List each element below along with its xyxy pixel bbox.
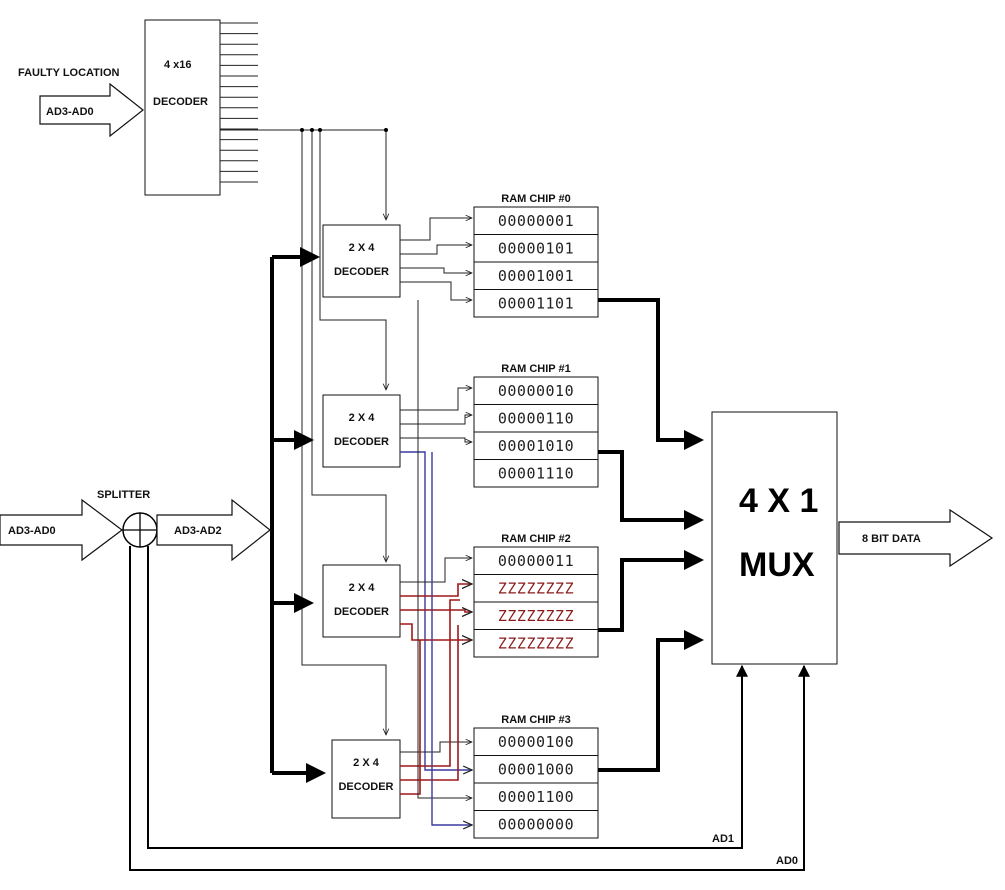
- ram-chips: RAM CHIP #0 00000001 00000101 00001001 00001…: [473, 193, 599, 839]
- sub-decoder-box: [322, 394, 401, 468]
- main-address-arrow: [0, 498, 123, 562]
- ram-chip-0: RAM CHIP #0 00000001 00000101 00001001 00001…: [473, 193, 599, 318]
- split-output-label: AD3-AD2: [174, 525, 222, 537]
- ram-cell-value: 00001000: [498, 761, 574, 779]
- ram-chip-title: RAM CHIP #3: [501, 714, 570, 726]
- ram-cell-value: 00001101: [498, 295, 574, 313]
- faulty-address-arrow: [39, 82, 144, 138]
- ram-cell-value: 00001100: [498, 788, 574, 806]
- output-data-label: 8 BIT DATA: [862, 533, 921, 545]
- decoder-4x16-outputs: [220, 22, 258, 183]
- ram-chip-3: RAM CHIP #3 00000100 00001000 00001100 00000…: [473, 714, 599, 839]
- ram-cell-value: 00000001: [498, 212, 574, 230]
- ram-cell-value: 00000000: [498, 816, 574, 834]
- sub-decoder-box: [322, 224, 401, 298]
- ram-cell: [473, 546, 599, 575]
- ram-chip-1: RAM CHIP #1 00000010 00000110 00001010 00001…: [473, 363, 599, 488]
- main-address-label: AD3-AD0: [8, 525, 56, 537]
- ram-chip-title: RAM CHIP #1: [501, 363, 570, 375]
- ram-cell-value: ZZZZZZZZ: [498, 607, 574, 625]
- split-output-arrow: [156, 498, 271, 562]
- ram-cell: [473, 755, 599, 784]
- sub-decoder-name: DECODER: [338, 781, 393, 793]
- ram-cell: [473, 261, 599, 290]
- ram-cell: [473, 601, 599, 630]
- sub-decoder-size: 2 X 4: [349, 242, 376, 254]
- output-data-arrow: [838, 508, 994, 568]
- sub-decoder-size: 2 X 4: [353, 757, 380, 769]
- decoder-4x16-name: DECODER: [153, 96, 208, 108]
- sub-decoder-0: 2 X 4 DECODER: [322, 224, 401, 298]
- ram-chip-title: RAM CHIP #2: [501, 533, 570, 545]
- ram-cell: [473, 404, 599, 433]
- ram-cell: [473, 629, 599, 658]
- ram-cell-value: 00000011: [498, 552, 574, 570]
- ram-cell: [473, 727, 599, 756]
- sub-decoder-name: DECODER: [334, 606, 389, 618]
- sub-decoder-box: [322, 564, 401, 638]
- sub-decoder-3: 2 X 4 DECODER: [331, 739, 401, 819]
- ram-cell-value: 00000110: [498, 410, 574, 428]
- select-lines: [129, 546, 810, 871]
- ram-cell-value: 00000100: [498, 733, 574, 751]
- sub-decoder-name: DECODER: [334, 266, 389, 278]
- ram-cell: [473, 574, 599, 603]
- ram-cell-value: 00001110: [498, 465, 574, 483]
- ram-cell-value: ZZZZZZZZ: [498, 580, 574, 598]
- decoder-4x16: [144, 19, 221, 196]
- ram-cell: [473, 782, 599, 811]
- faulty-address-label: AD3-AD0: [46, 106, 94, 118]
- mux-title: 4 X 1: [739, 482, 818, 520]
- ram-data-buses: [598, 298, 704, 772]
- ram-cell: [473, 810, 599, 839]
- sub-decoder-box: [331, 739, 401, 819]
- ram-cell-value: 00000010: [498, 382, 574, 400]
- sub-decoder-size: 2 X 4: [349, 412, 376, 424]
- sub-decoder-1: 2 X 4 DECODER: [322, 394, 401, 468]
- sub-decoder-size: 2 X 4: [349, 582, 376, 594]
- sub-decoder-name: DECODER: [334, 436, 389, 448]
- ram-cell: [473, 206, 599, 235]
- select-ad0-label: AD0: [776, 855, 798, 867]
- decoder-4x16-size: 4 x16: [164, 59, 192, 71]
- enable-bus: [220, 128, 388, 735]
- select-ad1-label: AD1: [712, 833, 734, 845]
- ram-cell: [473, 289, 599, 318]
- ram-cell-value: 00001001: [498, 267, 574, 285]
- ram-chip-title: RAM CHIP #0: [501, 193, 570, 205]
- ram-cell-value: ZZZZZZZZ: [498, 635, 574, 653]
- ram-cell: [473, 459, 599, 488]
- row-select-wiring: [400, 218, 472, 825]
- mux-4x1: [711, 411, 838, 665]
- mux-name: MUX: [739, 546, 815, 584]
- address-bus: [270, 247, 326, 783]
- splitter-label: SPLITTER: [97, 489, 150, 501]
- ram-cell: [473, 431, 599, 460]
- ram-cell-value: 00001010: [498, 437, 574, 455]
- faulty-location-title: FAULTY LOCATION: [18, 67, 119, 79]
- sub-decoder-2: 2 X 4 DECODER: [322, 564, 401, 638]
- ram-cell: [473, 376, 599, 405]
- ram-cell-value: 00000101: [498, 240, 574, 258]
